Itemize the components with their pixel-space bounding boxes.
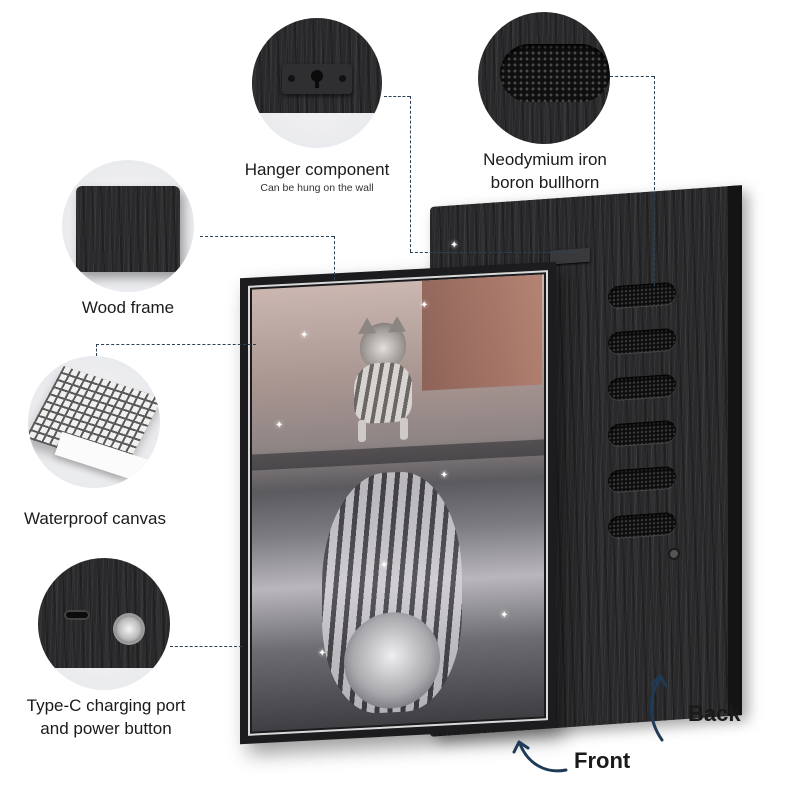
hanger-leader-line xyxy=(384,96,410,97)
sparkle-icon: ✦ xyxy=(318,648,327,659)
speaker-slot xyxy=(608,419,676,447)
sparkle-icon: ✦ xyxy=(450,240,459,251)
speaker-grille-icon xyxy=(500,44,610,102)
wood-frame-label: Wood frame xyxy=(46,296,210,319)
magnet-line1: Neodymium iron xyxy=(483,150,607,169)
sparkle-icon: ✦ xyxy=(300,330,309,341)
front-frame xyxy=(240,261,556,745)
speaker-slot xyxy=(608,373,676,401)
magnet-line2: boron bullhorn xyxy=(490,173,600,192)
wood-frame-leader-line xyxy=(334,236,335,280)
wood-frame-leader-line xyxy=(200,236,334,237)
port-leader-line xyxy=(170,646,242,647)
power-button-icon[interactable] xyxy=(116,616,142,642)
back-screw-icon xyxy=(670,549,678,559)
hanger-bracket-icon xyxy=(282,64,352,94)
hanger-title: Hanger component xyxy=(244,160,390,179)
port-detail-circle xyxy=(38,558,170,690)
port-label: Type-C charging port and power button xyxy=(8,694,204,740)
speaker-slot xyxy=(608,327,676,355)
sparkle-icon: ✦ xyxy=(500,610,509,621)
back-hanger-bracket xyxy=(550,247,590,265)
magnet-detail-circle xyxy=(478,12,610,144)
back-panel-edge xyxy=(728,185,742,717)
speaker-slots xyxy=(608,281,678,547)
artwork-door xyxy=(422,274,542,391)
back-label: Back xyxy=(688,701,741,726)
sparkle-icon: ✦ xyxy=(275,420,284,431)
magnet-leader-line xyxy=(610,76,654,77)
port-line2: and power button xyxy=(40,719,172,738)
front-label: Front xyxy=(574,748,631,773)
canvas-label: Waterproof canvas xyxy=(6,507,184,530)
front-arrow-icon xyxy=(512,740,568,773)
wood-frame-detail-circle xyxy=(62,160,194,292)
artwork-kitten xyxy=(344,315,422,445)
speaker-slot xyxy=(608,511,676,539)
canvas-text: Waterproof canvas xyxy=(23,509,167,528)
port-line1: Type-C charging port xyxy=(26,696,186,715)
hanger-subtitle: Can be hung on the wall xyxy=(260,182,374,194)
canvas-leader-line xyxy=(96,344,256,345)
sparkle-icon: ✦ xyxy=(380,560,389,571)
artwork-water xyxy=(252,439,544,471)
back-arrow-icon xyxy=(649,674,668,742)
hanger-detail-circle xyxy=(252,18,382,148)
wood-frame-text: Wood frame xyxy=(81,298,175,317)
hanger-leader-line xyxy=(410,96,411,252)
hanger-leader-line xyxy=(410,252,576,253)
magnet-label: Neodymium iron boron bullhorn xyxy=(462,148,628,194)
canvas-leader-line xyxy=(96,344,97,356)
canvas-detail-circle xyxy=(28,356,160,488)
magnet-leader-line xyxy=(654,76,655,286)
wood-block-icon xyxy=(76,186,180,272)
speaker-slot xyxy=(608,465,676,493)
sparkle-icon: ✦ xyxy=(440,470,449,481)
hanger-label: Hanger component Can be hung on the wall xyxy=(222,158,412,195)
sparkle-icon: ✦ xyxy=(420,300,429,311)
usb-c-port-icon xyxy=(64,610,90,620)
speaker-slot xyxy=(608,281,676,309)
artwork-canvas xyxy=(252,274,544,732)
